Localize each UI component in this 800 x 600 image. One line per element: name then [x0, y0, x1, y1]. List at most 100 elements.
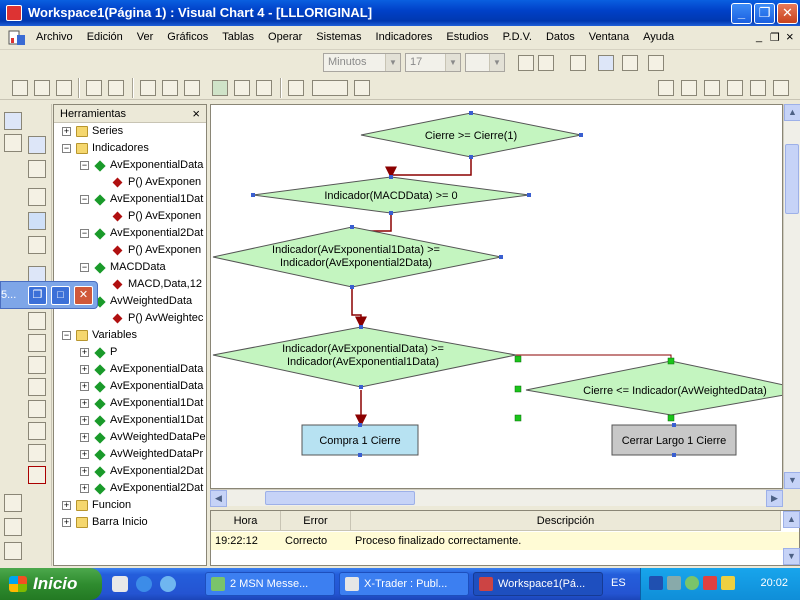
strategy-5-icon[interactable]: [750, 80, 766, 96]
log-row[interactable]: 19:22:12 Correcto Proceso finalizado cor…: [211, 532, 799, 550]
expand-icon[interactable]: +: [80, 364, 89, 374]
menu-indicadores[interactable]: Indicadores: [375, 31, 433, 43]
flag-alt-icon[interactable]: [184, 80, 200, 96]
network-icon[interactable]: [212, 80, 228, 96]
chart-settings-icon[interactable]: [108, 80, 124, 96]
mdi-close-button[interactable]: ×: [786, 29, 794, 44]
expand-icon[interactable]: +: [62, 517, 71, 527]
log-scroll-up-icon[interactable]: ▲: [783, 511, 800, 528]
expand-icon[interactable]: +: [80, 466, 89, 476]
diamond-icon[interactable]: [28, 312, 46, 330]
strategy-1-icon[interactable]: [658, 80, 674, 96]
menu-operar[interactable]: Operar: [268, 31, 303, 43]
menu-ventana[interactable]: Ventana: [588, 31, 630, 43]
expand-icon[interactable]: +: [80, 432, 89, 442]
delete-x-icon[interactable]: [28, 466, 46, 484]
split-horizontal-icon[interactable]: [4, 518, 22, 536]
chart-line-icon[interactable]: [570, 55, 586, 71]
tree-item[interactable]: P() AvExponen: [54, 242, 206, 259]
vertical-scrollbar[interactable]: ▲ ▼: [783, 104, 800, 489]
float-maximize-button[interactable]: □: [51, 286, 70, 305]
menu-tablas[interactable]: Tablas: [222, 31, 255, 43]
tree-item[interactable]: −AvExponential2Dat: [54, 225, 206, 242]
box-icon[interactable]: [28, 378, 46, 396]
log-header-descripcion[interactable]: Descripción: [351, 511, 781, 531]
collapse-icon[interactable]: −: [80, 262, 89, 272]
tray-icon-5[interactable]: [721, 576, 735, 590]
menu-datos[interactable]: Datos: [545, 31, 575, 43]
grid-small-icon[interactable]: [4, 542, 22, 560]
menu-ver[interactable]: Ver: [136, 31, 154, 43]
save-icon[interactable]: [34, 80, 50, 96]
flowchart-canvas[interactable]: Cierre >= Cierre(1) Indicador(MACDData) …: [210, 104, 783, 489]
menu-p-d-v[interactable]: P.D.V.: [502, 31, 532, 43]
select-arrow-icon[interactable]: [4, 112, 22, 130]
float-restore-button[interactable]: ❐: [28, 286, 47, 305]
strategy-3-icon[interactable]: [704, 80, 720, 96]
horizontal-scroll-thumb[interactable]: [265, 491, 415, 505]
menu-ayuda[interactable]: Ayuda: [643, 31, 675, 43]
document-chart-icon[interactable]: [8, 29, 26, 47]
strategy-4-icon[interactable]: [727, 80, 743, 96]
interval-combo[interactable]: Minutos▼: [323, 53, 401, 72]
window-icon[interactable]: [28, 136, 46, 154]
collapse-icon[interactable]: −: [62, 143, 71, 153]
diamond-add-icon[interactable]: [28, 334, 46, 352]
grid-icon[interactable]: [288, 80, 304, 96]
messenger-tray-icon[interactable]: [685, 576, 699, 590]
tree-item[interactable]: +AvExponentialData: [54, 361, 206, 378]
connector-icon[interactable]: [354, 80, 370, 96]
log-header-hora[interactable]: Hora: [211, 511, 281, 531]
expand-icon[interactable]: +: [80, 415, 89, 425]
tree-item[interactable]: +Series: [54, 123, 206, 140]
start-button[interactable]: Inicio: [0, 568, 102, 600]
save-all-icon[interactable]: [56, 80, 72, 96]
folder-image-icon[interactable]: [256, 80, 272, 96]
expand-icon[interactable]: +: [80, 449, 89, 459]
terminal-icon[interactable]: [28, 422, 46, 440]
collapse-icon[interactable]: −: [80, 160, 89, 170]
box-alt-icon[interactable]: [28, 400, 46, 418]
tree-item[interactable]: −AvExponential1Dat: [54, 191, 206, 208]
tree-item[interactable]: +AvExponential1Dat: [54, 395, 206, 412]
tree-item[interactable]: −AvExponentialData: [54, 157, 206, 174]
mdi-restore-button[interactable]: ❐: [770, 32, 780, 44]
tree-item[interactable]: −Indicadores: [54, 140, 206, 157]
condition-avexp[interactable]: [212, 326, 517, 388]
number-combo[interactable]: 17▼: [405, 53, 461, 72]
tree-item[interactable]: +AvExponentialData: [54, 378, 206, 395]
flag-icon[interactable]: [140, 80, 156, 96]
expand-icon[interactable]: +: [80, 483, 89, 493]
zoom-out-icon[interactable]: [518, 55, 534, 71]
browser-icon[interactable]: [160, 576, 176, 592]
zoom-in-icon[interactable]: [538, 55, 554, 71]
maximize-button[interactable]: ❐: [754, 3, 775, 24]
mdi-minimize-button[interactable]: _: [756, 31, 763, 43]
tree-item[interactable]: +P: [54, 344, 206, 361]
language-indicator[interactable]: ES: [611, 577, 626, 589]
expand-icon[interactable]: +: [80, 381, 89, 391]
minimize-button[interactable]: _: [731, 3, 752, 24]
expand-icon[interactable]: +: [80, 398, 89, 408]
navigate-icon[interactable]: [312, 80, 348, 96]
collapse-icon[interactable]: −: [80, 228, 89, 238]
tree-item[interactable]: +AvExponential2Dat: [54, 463, 206, 480]
task-workspace1[interactable]: Workspace1(Pá...: [473, 572, 603, 596]
internet-explorer-icon[interactable]: [136, 576, 152, 592]
expand-icon[interactable]: +: [80, 347, 89, 357]
scroll-right-icon[interactable]: ▶: [766, 490, 783, 507]
float-close-button[interactable]: ✕: [74, 286, 93, 305]
strategy-6-icon[interactable]: [773, 80, 789, 96]
tools-panel-close-button[interactable]: ×: [192, 106, 200, 121]
expand-icon[interactable]: +: [62, 500, 71, 510]
tree-item[interactable]: +Funcion: [54, 497, 206, 514]
action-cerrar[interactable]: [611, 424, 737, 456]
i-beam-icon[interactable]: [28, 444, 46, 462]
multi-flag-icon[interactable]: [162, 80, 178, 96]
open-folder-icon[interactable]: [12, 80, 28, 96]
menu-sistemas[interactable]: Sistemas: [316, 31, 362, 43]
menu-estudios[interactable]: Estudios: [446, 31, 489, 43]
vertical-scroll-thumb[interactable]: [785, 144, 799, 214]
chart-icon[interactable]: [28, 188, 46, 206]
collapse-icon[interactable]: −: [62, 330, 71, 340]
